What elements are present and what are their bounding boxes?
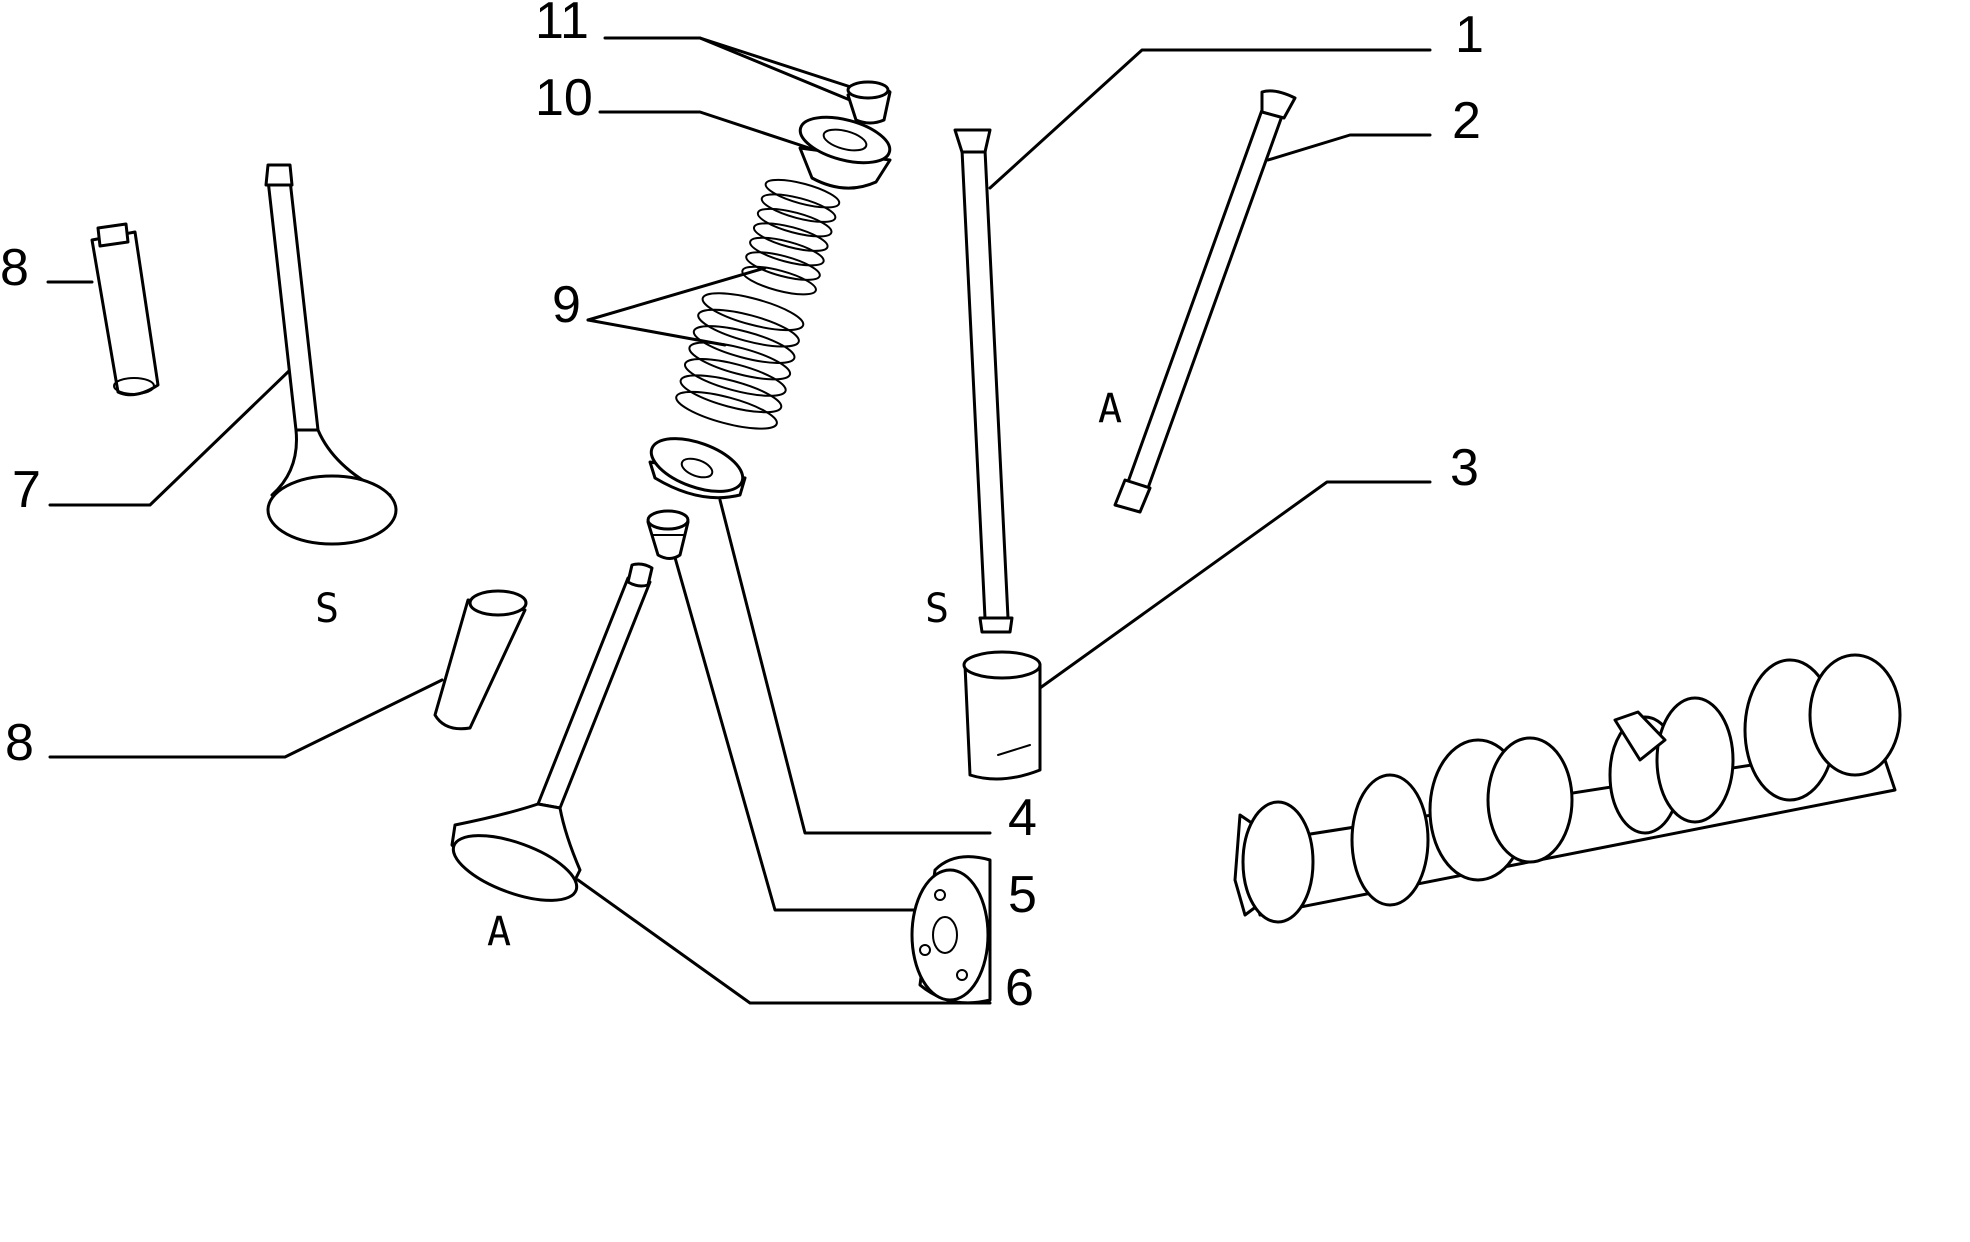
callout-8-upper: 8 [0, 239, 29, 297]
leader-8b [48, 678, 444, 759]
callout-11: 11 [535, 0, 589, 50]
valve-guide-part-8-upper [90, 222, 160, 397]
callout-5: 5 [1008, 866, 1037, 924]
callout-6: 6 [1005, 959, 1034, 1017]
pushrod-part-2 [1113, 89, 1297, 514]
callout-10: 10 [535, 69, 593, 127]
leader-7 [48, 368, 292, 507]
tappet-part-3 [962, 650, 1042, 781]
callout-9: 9 [552, 276, 581, 334]
callout-labels: 11 10 1 2 9 8 3 7 8 4 5 6 [0, 0, 1484, 1017]
callout-7: 7 [12, 461, 41, 519]
pushrod-part-1 [953, 128, 1014, 634]
leader-10 [598, 110, 817, 152]
callout-1: 1 [1455, 6, 1484, 64]
spring-seat-part-4 [648, 437, 747, 500]
leader-9 [586, 266, 767, 322]
leader-6 [576, 878, 992, 1005]
callout-8-lower: 8 [5, 714, 34, 772]
leader-lines [46, 36, 1432, 1005]
valve-stem-seal-part-5 [646, 509, 690, 560]
camshaft [1233, 653, 1902, 924]
variant-markers: S S A A [315, 386, 1122, 955]
leader-4 [718, 498, 992, 835]
marker-a-pushrod: A [1098, 386, 1122, 432]
valve-collet-part-11 [846, 80, 892, 125]
callout-2: 2 [1452, 92, 1481, 150]
leader-1 [988, 48, 1432, 190]
exhaust-valve-part-7 [264, 163, 398, 546]
leader-3 [1038, 480, 1432, 690]
camshaft-end-disc [910, 855, 992, 1005]
marker-s-left: S [315, 586, 339, 632]
spring-retainer-part-10 [798, 115, 892, 190]
valve-guide-part-8-lower [433, 589, 528, 731]
valve-springs-part-9 [675, 178, 841, 430]
marker-a-valve: A [487, 909, 511, 955]
marker-s-right: S [925, 586, 949, 632]
callout-4: 4 [1008, 789, 1037, 847]
leader-11 [603, 36, 862, 92]
callout-3: 3 [1450, 439, 1479, 497]
intake-valve-part-6 [450, 562, 654, 902]
leader-2 [1266, 133, 1432, 162]
